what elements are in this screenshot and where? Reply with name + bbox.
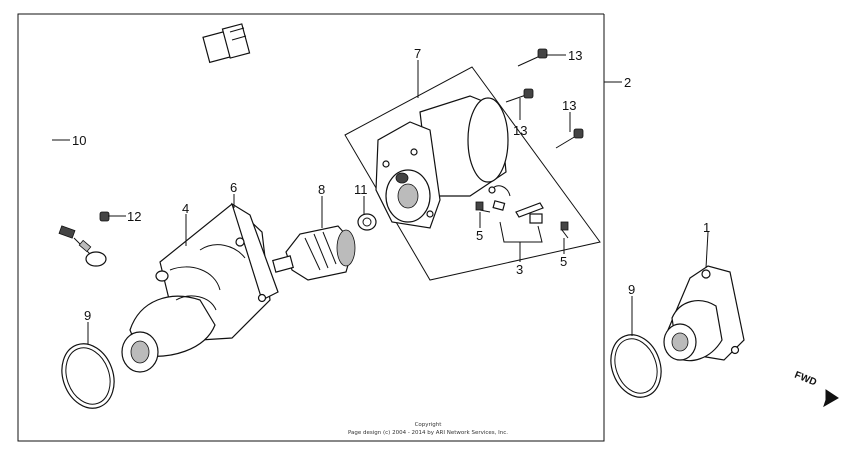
motor-subassembly-outline (344, 66, 601, 281)
bolt-13-right (555, 128, 584, 149)
copyright-line-2: Page design (c) 2004 - 2014 by ARI Netwo… (348, 430, 508, 436)
callout-1: 1 (703, 220, 710, 235)
callout-8: 8 (318, 182, 325, 197)
bolt-13-middle (505, 88, 534, 103)
callout-13-right: 13 (562, 98, 576, 113)
washer-11 (357, 213, 377, 231)
assembly-frame (17, 13, 605, 442)
callout-2: 2 (624, 75, 631, 90)
leader-lines (52, 54, 709, 344)
callout-12: 12 (127, 209, 141, 224)
callout-9-left: 9 (84, 308, 91, 323)
starter-housing (121, 202, 279, 373)
bolt-13-top (517, 48, 548, 67)
o-ring-left (61, 343, 115, 409)
starter-motor (375, 95, 509, 229)
forward-arrow-icon (823, 389, 839, 408)
o-ring-right (610, 334, 662, 398)
callout-6: 6 (230, 180, 237, 195)
fwd-label: FWD (793, 370, 818, 389)
starter-cover (663, 265, 745, 362)
callout-10: 10 (72, 133, 86, 148)
callout-4: 4 (182, 201, 189, 216)
callout-5-left: 5 (476, 228, 483, 243)
callout-5-right: 5 (560, 254, 567, 269)
callout-11: 11 (354, 182, 368, 197)
brush-holder-parts (488, 185, 544, 224)
callout-3: 3 (516, 262, 523, 277)
screw-5-left (475, 201, 491, 213)
screw-5-right (560, 221, 569, 239)
callout-9-right: 9 (628, 282, 635, 297)
wire-harness (39, 23, 251, 267)
callout-7: 7 (414, 46, 421, 61)
copyright-line-1: Copyright (415, 422, 443, 428)
screw-12 (99, 211, 118, 222)
callout-13-top: 13 (568, 48, 582, 63)
callout-13-middle: 13 (513, 123, 527, 138)
forward-direction-marker: FWD (793, 370, 839, 408)
starter-clutch (272, 225, 356, 281)
